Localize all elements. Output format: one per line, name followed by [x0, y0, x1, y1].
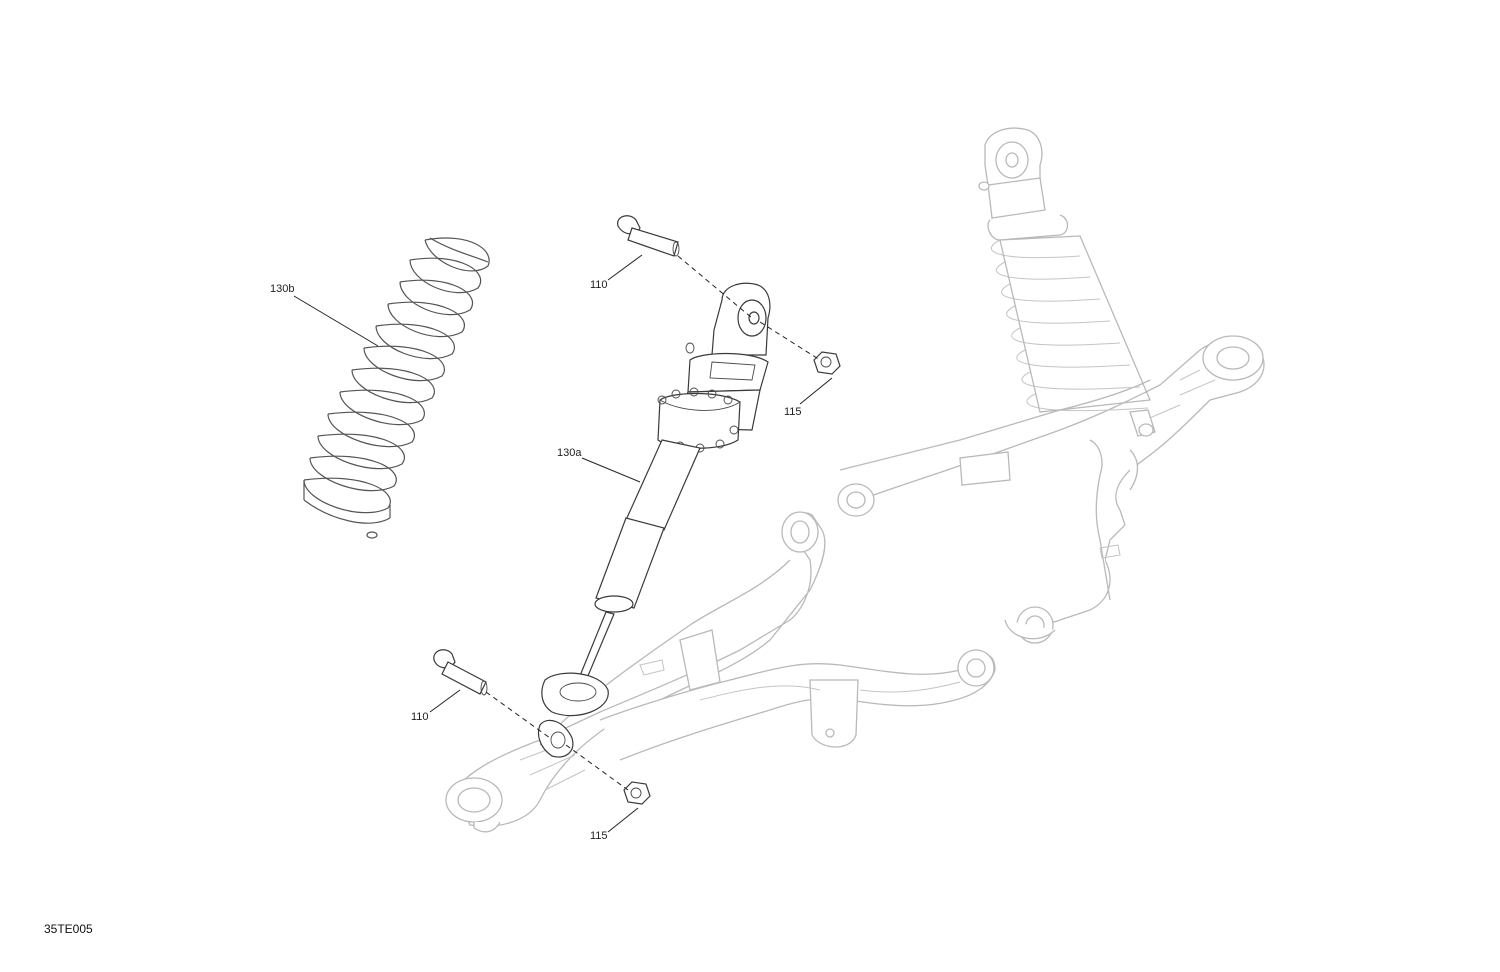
callout-130a: 130a [557, 447, 582, 459]
callout-110-lower: 110 [411, 711, 429, 723]
shock-absorber-130a [537, 282, 771, 758]
callout-115-upper: 115 [784, 406, 802, 418]
callout-115-lower: 115 [590, 830, 608, 842]
assembled-shock-absorber [978, 127, 1156, 437]
callout-110-upper: 110 [590, 279, 608, 291]
nut-115-lower [623, 781, 651, 805]
assembly-lines [485, 255, 821, 791]
lower-a-arm-frame [445, 511, 996, 833]
bolt-110-upper [617, 215, 680, 257]
right-shock-coils [990, 235, 1151, 413]
callout-130b: 130b [270, 283, 295, 295]
leader-lines [293, 254, 833, 833]
nut-115-upper [813, 351, 841, 375]
bolt-110-lower [433, 649, 488, 696]
coil-spring-130b [303, 237, 490, 539]
upper-a-arm-frame [837, 335, 1265, 644]
drawing-reference-code: 35TE005 [44, 922, 93, 936]
